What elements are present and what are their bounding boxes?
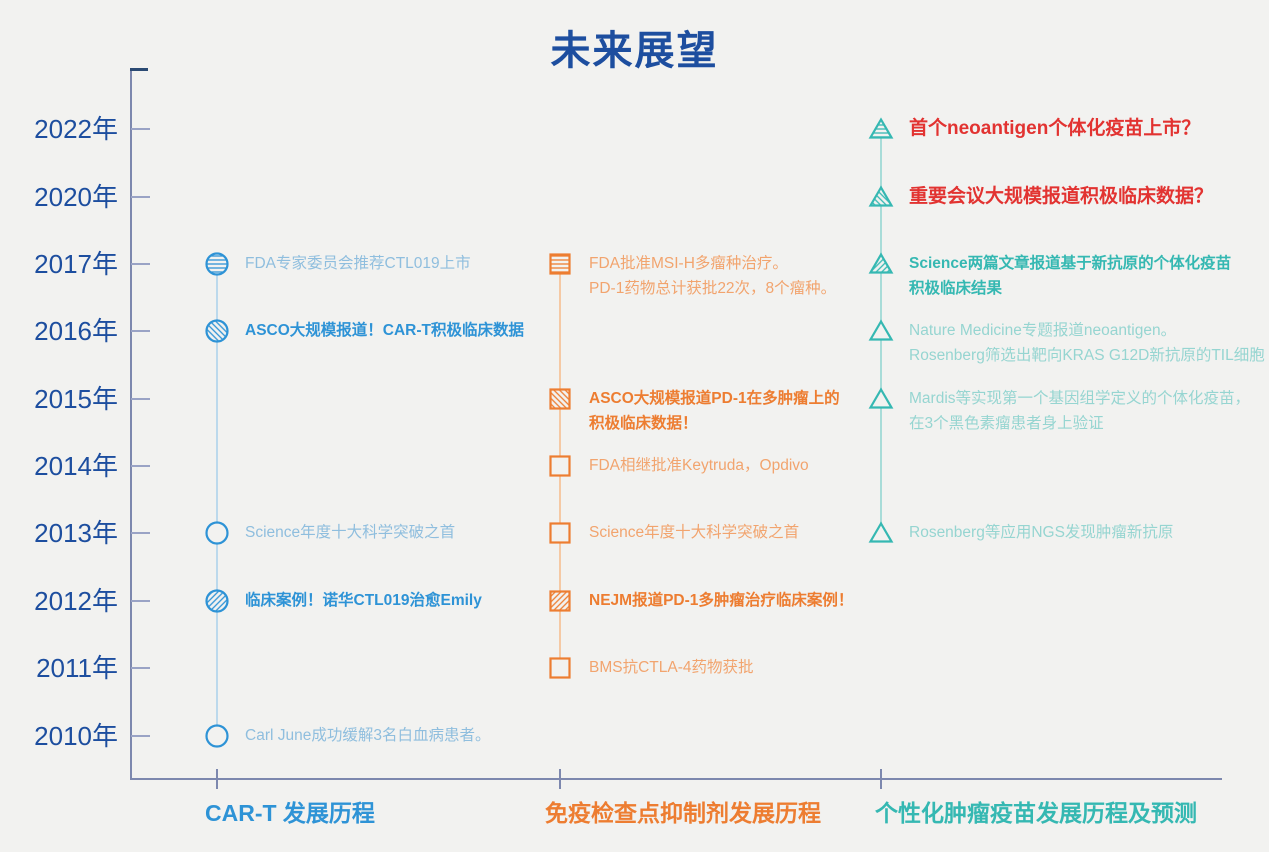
column-label-cart: CAR-T 发展历程 bbox=[205, 800, 375, 826]
year-label: 2017年 bbox=[34, 249, 118, 279]
circle-marker-icon-hatched bbox=[205, 319, 229, 343]
timeline-entry: 重要会议大规模报道积极临床数据？ bbox=[909, 186, 1214, 207]
timeline-entry: FDA专家委员会推荐CTL019上市 bbox=[245, 255, 471, 272]
square-marker-icon bbox=[549, 522, 571, 544]
timeline-entry: Rosenberg等应用NGS发现肿瘤新抗原 bbox=[909, 524, 1174, 541]
year-tick bbox=[131, 667, 150, 669]
square-marker-icon bbox=[549, 657, 571, 679]
year-tick bbox=[131, 600, 150, 602]
year-label: 2022年 bbox=[34, 114, 118, 144]
baseline-axis-line bbox=[130, 778, 1222, 780]
timeline-entry: Nature Medicine专题报道neoantigen。Rosenberg筛… bbox=[909, 322, 1265, 364]
circle-marker-icon-hatched bbox=[205, 589, 229, 613]
circle-marker-icon bbox=[205, 521, 229, 545]
circle-marker-icon-hatched bbox=[205, 252, 229, 276]
year-tick bbox=[131, 465, 150, 467]
triangle-marker-icon bbox=[868, 521, 894, 543]
circle-marker-icon bbox=[205, 724, 229, 748]
timeline-entry: Science两篇文章报道基于新抗原的个体化疫苗积极临床结果 bbox=[909, 255, 1232, 297]
triangle-marker-icon-hatched bbox=[868, 252, 894, 274]
year-label: 2014年 bbox=[34, 451, 118, 481]
timeline-entry: NEJM报道PD-1多肿瘤治疗临床案例！ bbox=[589, 592, 854, 609]
timeline-entry: ASCO大规模报道！CAR-T积极临床数据 bbox=[245, 322, 524, 339]
year-tick bbox=[131, 532, 150, 534]
timeline-entry: Science年度十大科学突破之首 bbox=[589, 524, 800, 541]
triangle-marker-icon-hatched bbox=[868, 117, 894, 139]
column-axis-tick bbox=[559, 769, 561, 789]
year-label: 2013年 bbox=[34, 518, 118, 548]
column-label-checkpoint: 免疫检查点抑制剂发展历程 bbox=[545, 800, 821, 826]
column-label-vaccine: 个性化肿瘤疫苗发展历程及预测 bbox=[875, 800, 1197, 826]
year-label: 2020年 bbox=[34, 182, 118, 212]
timeline-entry: FDA相继批准Keytruda，Opdivo bbox=[589, 457, 809, 474]
timeline-entry: ASCO大规模报道PD-1在多肿瘤上的积极临床数据！ bbox=[589, 390, 840, 432]
year-label: 2011年 bbox=[36, 653, 118, 683]
year-axis-line bbox=[130, 68, 132, 779]
timeline-entry: 首个neoantigen个体化疫苗上市？ bbox=[909, 118, 1201, 139]
square-marker-icon-hatched bbox=[549, 253, 571, 275]
timeline-entry: FDA批准MSI-H多瘤种治疗。PD-1药物总计获批22次，8个瘤种。 bbox=[589, 255, 837, 297]
year-label: 2016年 bbox=[34, 316, 118, 346]
timeline-entry: Science年度十大科学突破之首 bbox=[245, 524, 456, 541]
year-tick bbox=[131, 196, 150, 198]
square-marker-icon-hatched bbox=[549, 388, 571, 410]
page-title: 未来展望 bbox=[550, 29, 719, 73]
triangle-marker-icon bbox=[868, 387, 894, 409]
timeline-entry: 临床案例！诺华CTL019治愈Emily bbox=[245, 592, 482, 609]
year-tick bbox=[131, 330, 150, 332]
timeline-entry: Mardis等实现第一个基因组学定义的个体化疫苗，在3个黑色素瘤患者身上验证 bbox=[909, 390, 1251, 432]
column-axis-tick bbox=[880, 769, 882, 789]
square-marker-icon-hatched bbox=[549, 590, 571, 612]
year-label: 2010年 bbox=[34, 721, 118, 751]
year-tick bbox=[131, 735, 150, 737]
year-tick bbox=[131, 398, 150, 400]
timeline-entry: BMS抗CTLA-4药物获批 bbox=[589, 659, 754, 676]
triangle-marker-icon-hatched bbox=[868, 185, 894, 207]
year-tick bbox=[131, 128, 150, 130]
triangle-marker-icon bbox=[868, 319, 894, 341]
column-axis-tick bbox=[216, 769, 218, 789]
year-tick bbox=[131, 263, 150, 265]
axis-top-tick bbox=[130, 68, 148, 71]
year-label: 2015年 bbox=[34, 384, 118, 414]
timeline-entry: Carl June成功缓解3名白血病患者。 bbox=[245, 727, 491, 744]
year-label: 2012年 bbox=[34, 586, 118, 616]
timeline-connector bbox=[216, 264, 218, 736]
square-marker-icon bbox=[549, 455, 571, 477]
